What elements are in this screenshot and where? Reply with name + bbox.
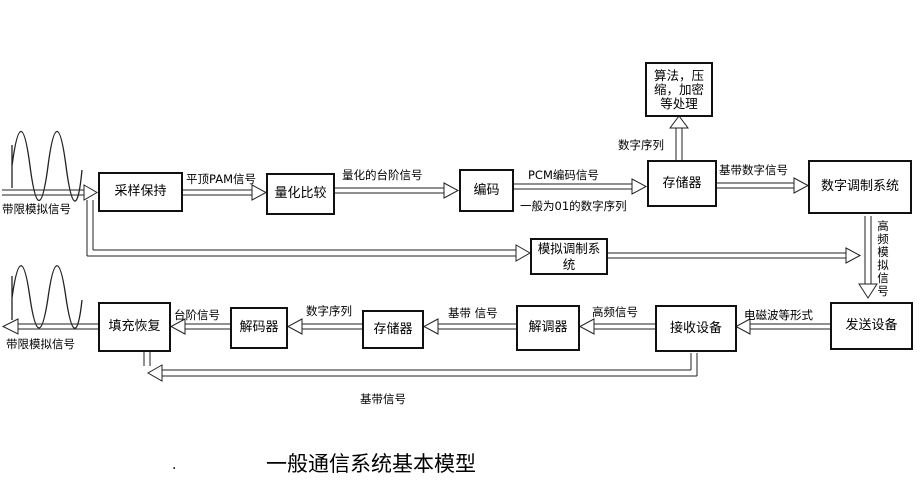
arrow-demod-to-storage	[422, 318, 516, 335]
arrow-analog-mod-to-transmit	[608, 247, 862, 264]
block-decode: 解码器	[230, 307, 288, 349]
label-hf-signal: 高频信号	[592, 305, 638, 319]
label-baseband-bottom: 基带信号	[360, 392, 406, 406]
label-step-signal: 台阶信号	[174, 308, 220, 322]
arrow-baseband-bypass	[143, 352, 698, 382]
arrow-quantize-to-encode	[335, 182, 460, 199]
label-output-signal: 带限模拟信号	[6, 337, 75, 351]
label-digital-seq-up: 数字序列	[618, 138, 664, 152]
block-storage-bottom: 存储器	[362, 310, 424, 349]
label-stepped: 量化的台阶信号	[342, 168, 423, 182]
arrow-analog-bypass	[86, 200, 532, 262]
arrow-receive-to-demod	[578, 318, 655, 335]
arrow-decode-to-fill	[169, 318, 230, 335]
block-storage-top: 存储器	[647, 160, 717, 207]
label-digital-seq-bottom: 数字序列	[306, 304, 352, 318]
block-sample-hold: 采样保持	[98, 172, 183, 212]
arrow-transmit-to-receive	[734, 318, 830, 335]
input-sine-wave	[11, 130, 83, 202]
block-demodulator: 解调器	[516, 305, 580, 351]
block-analog-modulation: 模拟调制系统	[530, 238, 608, 275]
block-algorithms: 算法，压缩，加密等处理	[645, 62, 713, 117]
label-baseband-digital: 基带数字信号	[719, 163, 788, 177]
output-sine-wave	[11, 265, 83, 329]
diagram-title: 一般通信系统基本模型	[266, 452, 476, 476]
block-quantize-compare: 量化比较	[266, 173, 335, 215]
block-transmit: 发送设备	[830, 302, 913, 350]
block-receive: 接收设备	[655, 305, 737, 352]
arrow-fill-to-output	[1, 318, 98, 335]
title-dot: .	[172, 457, 177, 473]
block-fill-restore: 填充恢复	[98, 302, 171, 352]
label-input-signal: 带限模拟信号	[2, 202, 71, 216]
arrow-storage-to-algorithms	[669, 115, 689, 163]
arrow-sample-to-quantize	[183, 184, 268, 201]
block-encode: 编码	[459, 169, 514, 212]
label-pcm: PCM编码信号	[528, 168, 599, 182]
arrow-input-to-sample	[2, 184, 99, 201]
arrow-storage-to-digital-mod	[717, 177, 810, 194]
label-pam: 平顶PAM信号	[186, 172, 256, 186]
label-binary-seq: 一般为01的数字序列	[520, 199, 627, 213]
label-em-wave: 电磁波等形式	[744, 308, 813, 322]
label-hf-analog-vertical: 高频模拟信号	[877, 219, 889, 298]
arrow-storage-to-decode	[286, 318, 362, 335]
arrow-encode-to-storage	[514, 178, 648, 195]
label-baseband-signal-mid: 基带 信号	[448, 306, 498, 320]
arrow-digital-mod-to-transmit	[858, 216, 878, 299]
block-digital-modulation: 数字调制系统	[808, 160, 912, 214]
